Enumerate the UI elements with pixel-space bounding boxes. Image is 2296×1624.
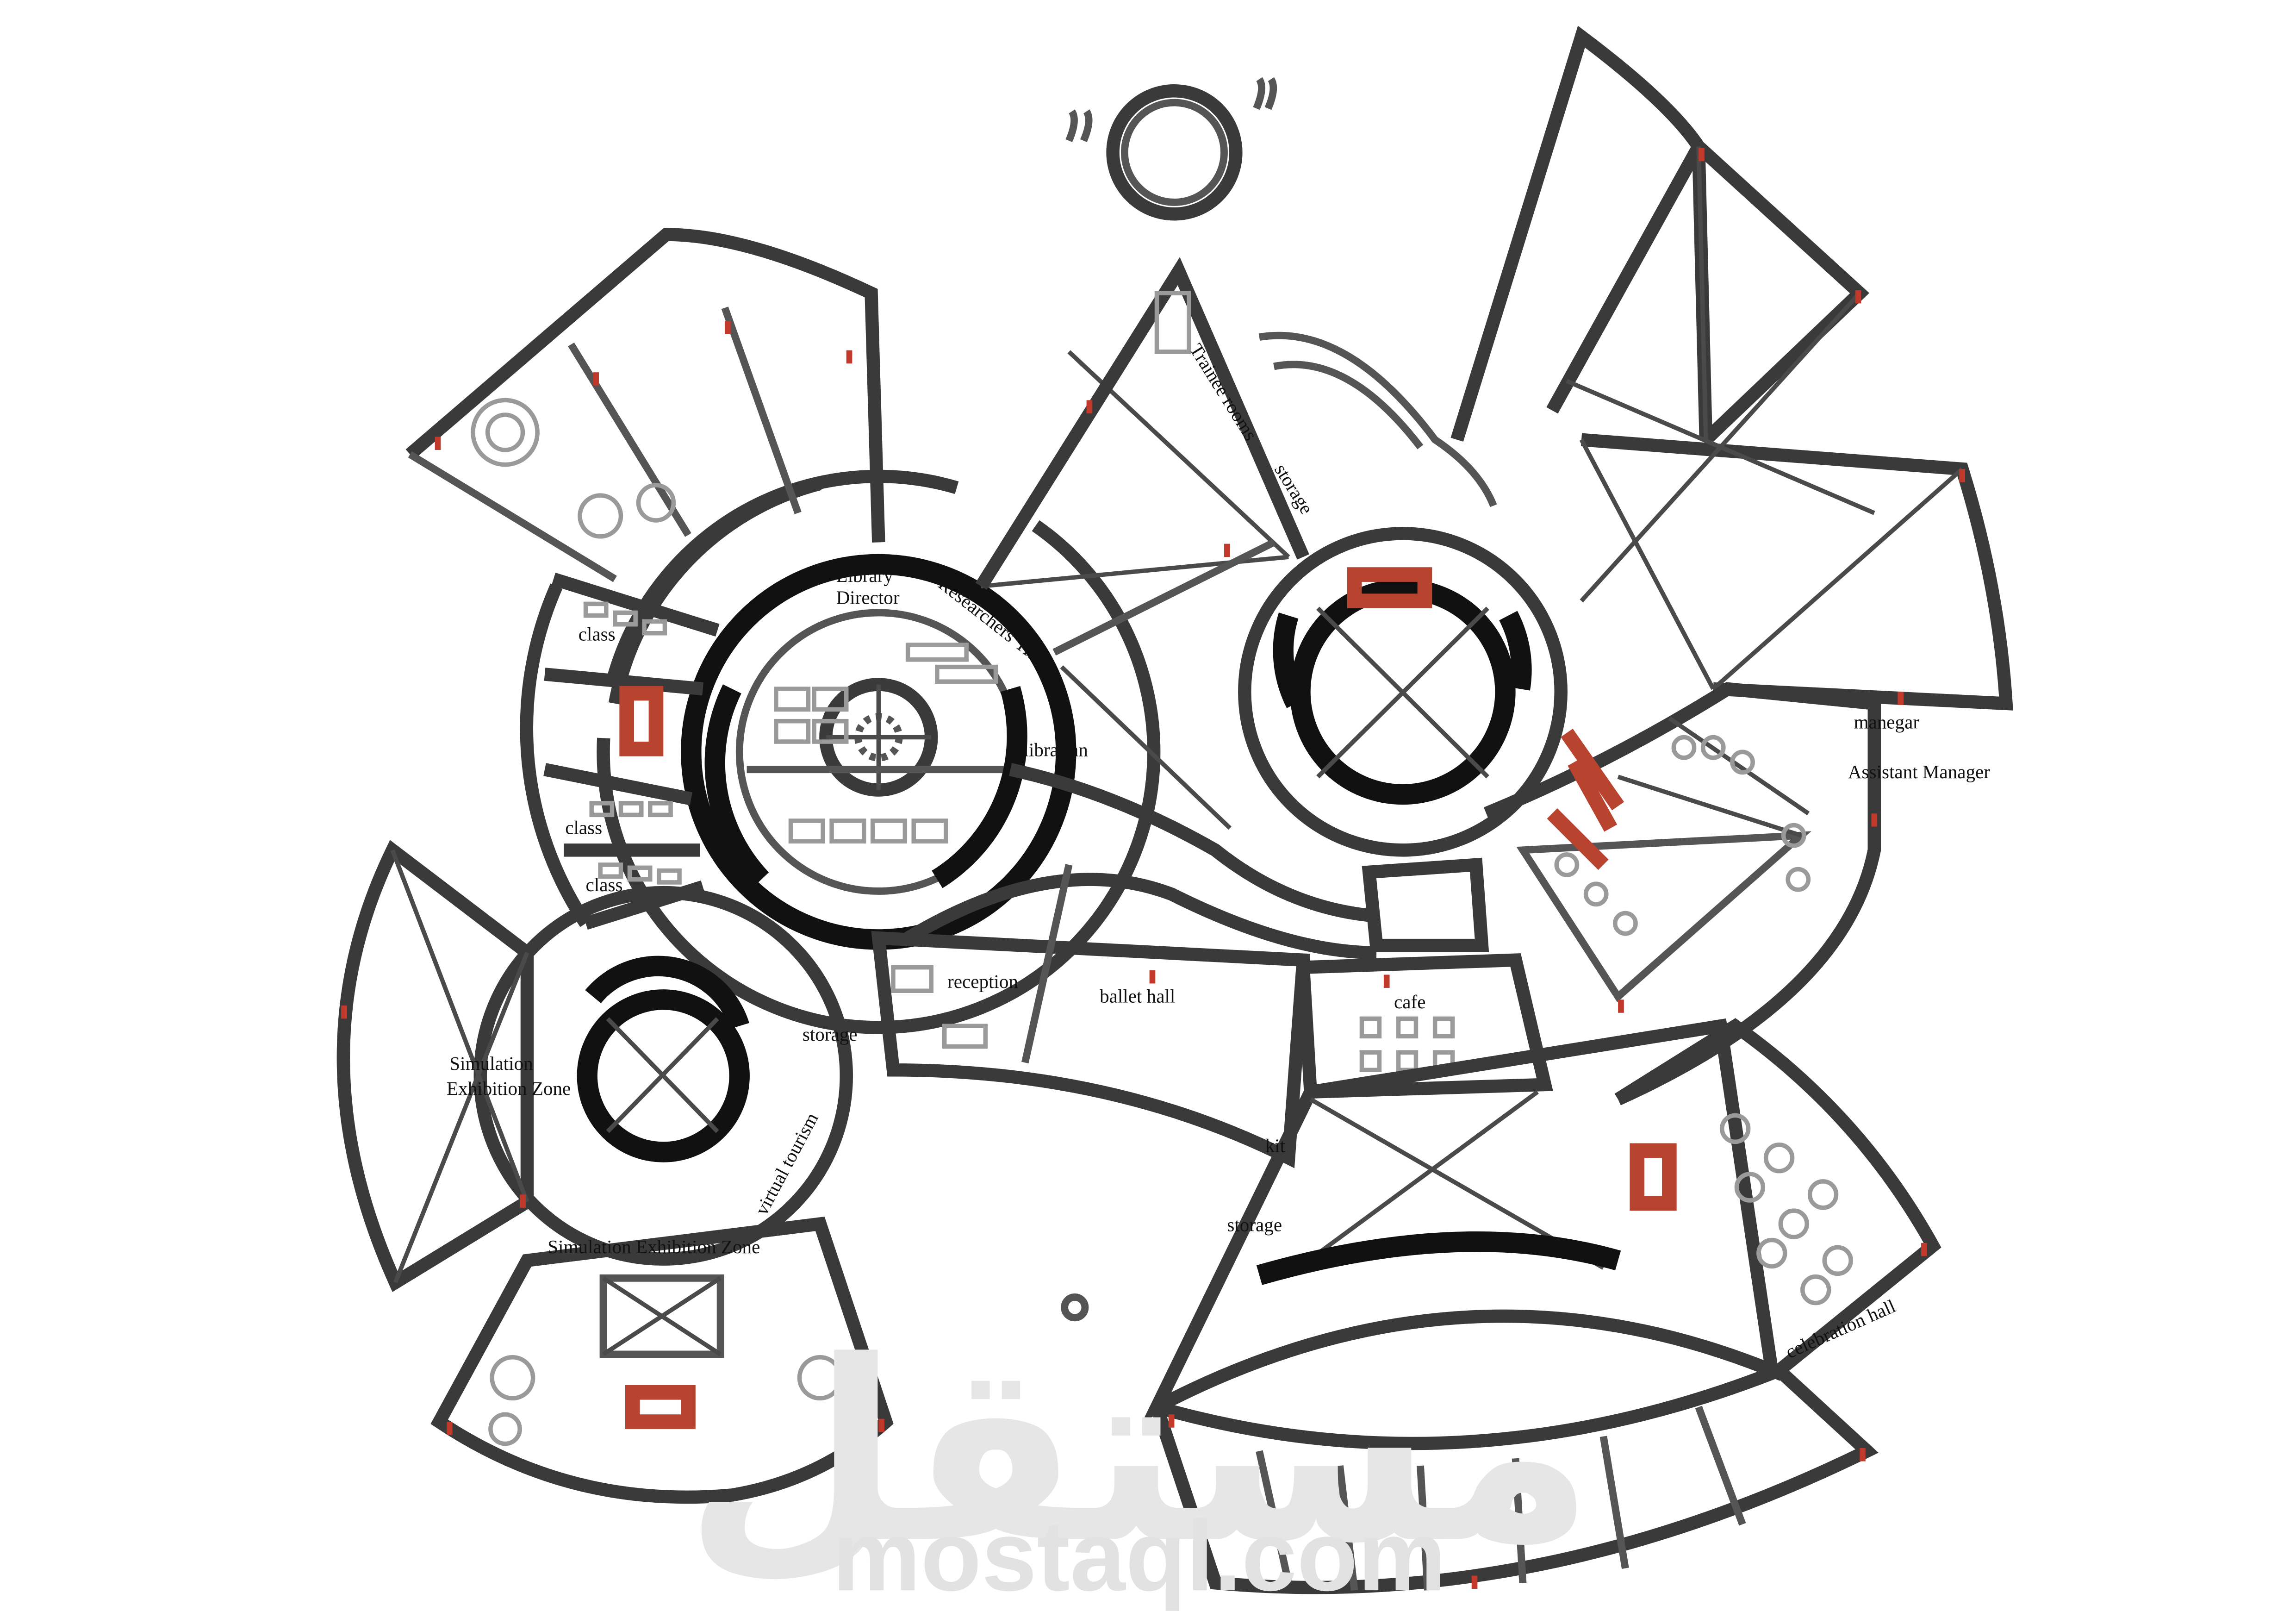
reception-ballet-band <box>871 864 1311 1168</box>
label-reception: reception <box>947 971 1018 992</box>
label-trainee-rooms: Trainee rooms <box>1185 340 1262 444</box>
label-celebration-hall: celebration hall <box>1782 1295 1898 1363</box>
label-virtual-tourism: virtual tourism <box>751 1109 822 1219</box>
entrance-ornament <box>1065 77 1277 221</box>
main-corridor <box>904 350 1377 960</box>
label-assistant-manager: Assistant Manager <box>1848 761 1990 782</box>
celebration-hall-fan <box>1614 1018 1941 1376</box>
fan-wing-northeast <box>1258 25 2013 711</box>
library-rotunda <box>681 554 1076 950</box>
label-librarian: librarian <box>1024 739 1088 761</box>
watermark-latin: mostaql.com <box>832 1500 1446 1612</box>
label-cafe: cafe <box>1394 991 1425 1012</box>
admin-rotunda <box>1238 527 1568 952</box>
watermark-arabic: مستقل <box>684 1308 1594 1598</box>
label-manegar: manegar <box>1854 712 1920 733</box>
label-storage-south: storage <box>1227 1214 1282 1235</box>
label-class-3: class <box>586 874 623 895</box>
classroom-block-west <box>520 572 720 930</box>
label-class-1: class <box>579 624 616 645</box>
triangular-wing-north <box>975 257 1309 656</box>
label-storage-west: storage <box>803 1024 858 1045</box>
label-class-2: class <box>565 817 602 838</box>
guest-wing-upper <box>1142 1018 1780 1423</box>
label-ballet-hall: ballet hall <box>1100 986 1175 1007</box>
column-marker <box>1061 1293 1089 1322</box>
label-simulation-west-2: Exhibition Zone <box>447 1078 571 1099</box>
window-markers <box>341 148 1965 1589</box>
label-simulation-west-1: Simulation <box>449 1053 533 1074</box>
fan-wing-northwest <box>405 228 885 582</box>
simulation-rotunda <box>473 886 853 1266</box>
label-kit: kit <box>1265 1135 1286 1156</box>
watermark: مستقل mostaql.com <box>684 1308 1594 1612</box>
guest-wing-lower <box>1150 1362 1879 1594</box>
label-simulation-south: Simulation Exhibition Zone <box>548 1236 760 1257</box>
label-library-director-1: Library <box>836 565 894 586</box>
cafe-block <box>1296 953 1553 1099</box>
fan-wing-southwest <box>430 1217 894 1504</box>
fan-wing-west <box>336 840 534 1292</box>
label-library-director-2: Director <box>836 587 900 608</box>
